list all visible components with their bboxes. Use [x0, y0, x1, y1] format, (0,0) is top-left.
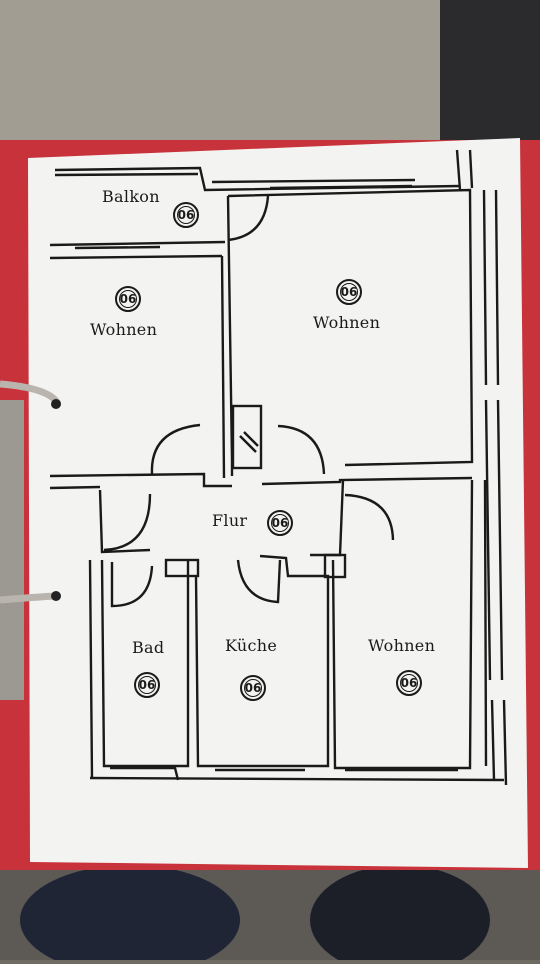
ring-mechanism: [0, 400, 24, 700]
punch-hole-top: [51, 399, 61, 409]
floor-plan: [49, 149, 508, 786]
room-label-wohnen-right: Wohnen: [368, 636, 436, 655]
room-number-kueche: 06: [240, 675, 266, 701]
room-number-flur: 06: [267, 510, 293, 536]
room-label-wohnen-top: Wohnen: [313, 313, 381, 332]
room-number-bad: 06: [134, 672, 160, 698]
punch-hole-bottom: [51, 591, 61, 601]
room-label-kueche: Küche: [225, 636, 278, 655]
room-number-wohnen-left: 06: [115, 286, 141, 312]
dark-object: [440, 0, 540, 140]
room-number-wohnen-right: 06: [396, 670, 422, 696]
room-number-wohnen-top: 06: [336, 279, 362, 305]
left-shoe: [20, 865, 240, 964]
room-number-balkon: 06: [173, 202, 199, 228]
room-label-wohnen-left: Wohnen: [90, 320, 158, 339]
binder-ring-bottom: [0, 592, 59, 604]
room-label-balkon: Balkon: [102, 187, 160, 206]
room-label-flur: Flur: [212, 511, 248, 530]
right-shoe: [310, 865, 490, 964]
table-top-area: [0, 0, 450, 140]
room-label-bad: Bad: [132, 638, 165, 657]
